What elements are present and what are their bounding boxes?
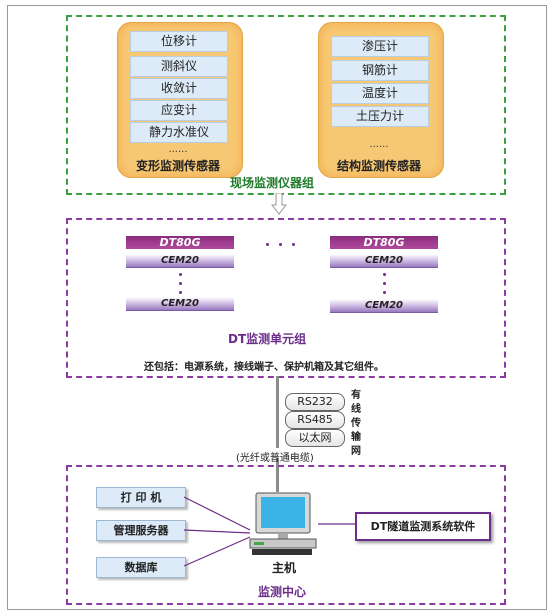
protocol-ethernet: 以太网: [285, 429, 345, 447]
cable-note: (光纤或普通电缆): [236, 453, 314, 464]
database-box: 数据库: [96, 557, 186, 578]
dt-group-border: [66, 218, 506, 378]
horizontal-dot: [292, 243, 295, 246]
sensor-item: 位移计: [130, 31, 228, 52]
site-group-title: 现场监测仪器组: [230, 176, 315, 190]
dt80g-left: DT80G: [126, 236, 234, 249]
vertical-dot: [383, 273, 386, 276]
vertical-dot: [179, 273, 182, 276]
host-label: 主机: [272, 561, 297, 575]
down-arrow-icon: [271, 193, 287, 215]
sensor-item: 测斜仪: [130, 56, 228, 77]
vertical-dot: [383, 291, 386, 294]
sensor-item: 土压力计: [331, 106, 429, 127]
cem20-left-top: CEM20: [126, 254, 234, 268]
printer-box: 打 印 机: [96, 487, 186, 508]
protocol-rs232: RS232: [285, 393, 345, 411]
dt80g-right: DT80G: [330, 236, 438, 249]
structural-sensor-box: 渗压计 钢筋计 温度计 土压力计 ...... 结构监测传感器: [318, 22, 444, 178]
server-box: 管理服务器: [96, 520, 186, 541]
structural-label: 结构监测传感器: [336, 159, 421, 173]
sensor-item: 收敛计: [130, 78, 228, 99]
dt-group-note: 还包括：电源系统，接线端子、保护机箱及其它组件。: [144, 362, 384, 373]
dt-group-title: DT监测单元组: [228, 332, 307, 346]
sensor-item: 应变计: [130, 100, 228, 121]
sensor-item: 静力水准仪: [130, 122, 228, 143]
deformation-sensor-box: 位移计 测斜仪 收敛计 应变计 静力水准仪 ...... 变形监测传感器: [117, 22, 243, 178]
vertical-dot: [179, 282, 182, 285]
ellipsis: ......: [369, 139, 389, 150]
horizontal-dot: [266, 243, 269, 246]
network-line: [276, 458, 279, 492]
sensor-item: 温度计: [331, 83, 429, 104]
deformation-label: 变形监测传感器: [135, 159, 220, 173]
horizontal-dot: [279, 243, 282, 246]
sensor-item: 渗压计: [331, 36, 429, 57]
network-side-label: 有 线 传 输 网: [351, 390, 361, 457]
protocol-rs485: RS485: [285, 411, 345, 429]
cem20-right-bottom: CEM20: [330, 299, 438, 313]
sensor-item: 钢筋计: [331, 60, 429, 81]
vertical-dot: [179, 291, 182, 294]
network-line: [276, 376, 279, 448]
cem20-right-top: CEM20: [330, 254, 438, 268]
vertical-dot: [383, 282, 386, 285]
ellipsis: ......: [168, 144, 188, 155]
site-group-border: [66, 15, 506, 195]
software-box: DT隧道监测系统软件: [355, 512, 491, 541]
center-title: 监测中心: [258, 585, 307, 599]
computer-icon: [249, 492, 317, 555]
center-border: [66, 465, 506, 605]
cem20-left-bottom: CEM20: [126, 297, 234, 311]
